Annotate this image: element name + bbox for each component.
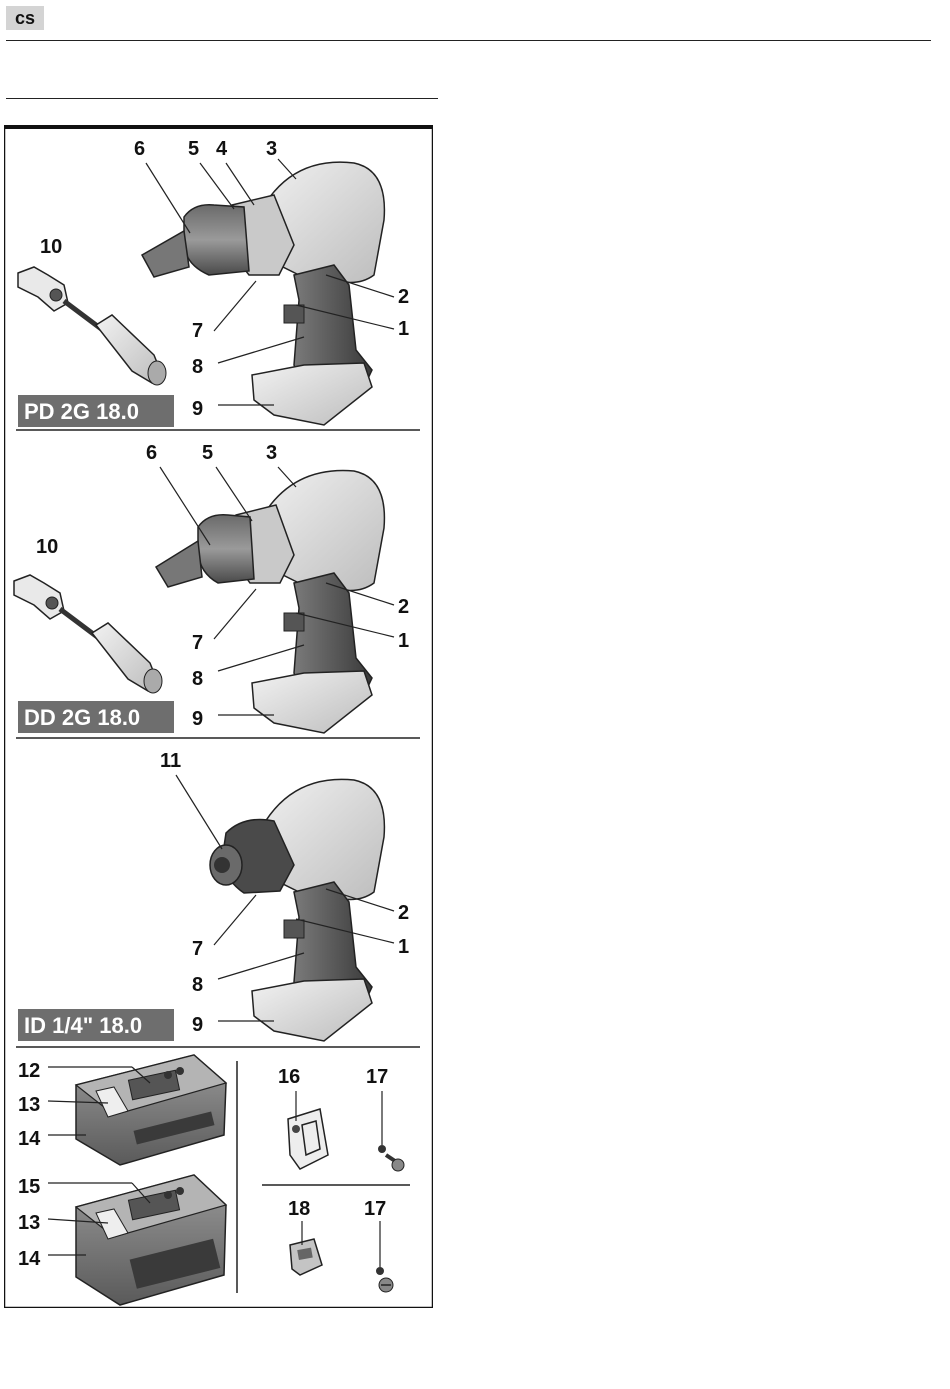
callout-2: 2 bbox=[398, 902, 409, 924]
callout-14: 14 bbox=[18, 1248, 41, 1270]
callout-13: 13 bbox=[18, 1094, 40, 1116]
callout-9: 9 bbox=[192, 708, 203, 730]
callout-13: 13 bbox=[18, 1212, 40, 1234]
model-label: ID 1/4" 18.0 bbox=[24, 1013, 142, 1038]
callout-8: 8 bbox=[192, 356, 203, 378]
language-badge: cs bbox=[6, 6, 44, 30]
callout-17: 17 bbox=[364, 1198, 386, 1220]
callout-6: 6 bbox=[134, 138, 145, 160]
callout-3: 3 bbox=[266, 442, 277, 464]
callout-12: 12 bbox=[18, 1060, 40, 1082]
callout-14: 14 bbox=[18, 1128, 41, 1150]
section-rule bbox=[6, 98, 438, 99]
callout-8: 8 bbox=[192, 974, 203, 996]
callout-5: 5 bbox=[202, 442, 213, 464]
callout-15: 15 bbox=[18, 1176, 40, 1198]
callout-1: 1 bbox=[398, 936, 409, 958]
callout-1: 1 bbox=[398, 318, 409, 340]
callout-7: 7 bbox=[192, 938, 203, 960]
callout-9: 9 bbox=[192, 398, 203, 420]
tool-overview-figure: 6 5 4 3 10 2 1 7 8 9 PD 2G 18.0 bbox=[4, 125, 433, 1308]
callout-1: 1 bbox=[398, 630, 409, 652]
callout-10: 10 bbox=[40, 236, 62, 258]
callout-16: 16 bbox=[278, 1066, 300, 1088]
callout-17: 17 bbox=[366, 1066, 388, 1088]
callout-3: 3 bbox=[266, 138, 277, 160]
callout-2: 2 bbox=[398, 596, 409, 618]
callout-4: 4 bbox=[216, 138, 228, 160]
callout-5: 5 bbox=[188, 138, 199, 160]
model-label: DD 2G 18.0 bbox=[24, 705, 140, 730]
callout-2: 2 bbox=[398, 286, 409, 308]
callout-6: 6 bbox=[146, 442, 157, 464]
callout-7: 7 bbox=[192, 632, 203, 654]
callout-10: 10 bbox=[36, 536, 58, 558]
callout-9: 9 bbox=[192, 1014, 203, 1036]
callout-11: 11 bbox=[160, 750, 181, 772]
header-rule bbox=[6, 40, 931, 41]
callout-18: 18 bbox=[288, 1198, 310, 1220]
callout-7: 7 bbox=[192, 320, 203, 342]
model-label: PD 2G 18.0 bbox=[24, 399, 139, 424]
callout-8: 8 bbox=[192, 668, 203, 690]
